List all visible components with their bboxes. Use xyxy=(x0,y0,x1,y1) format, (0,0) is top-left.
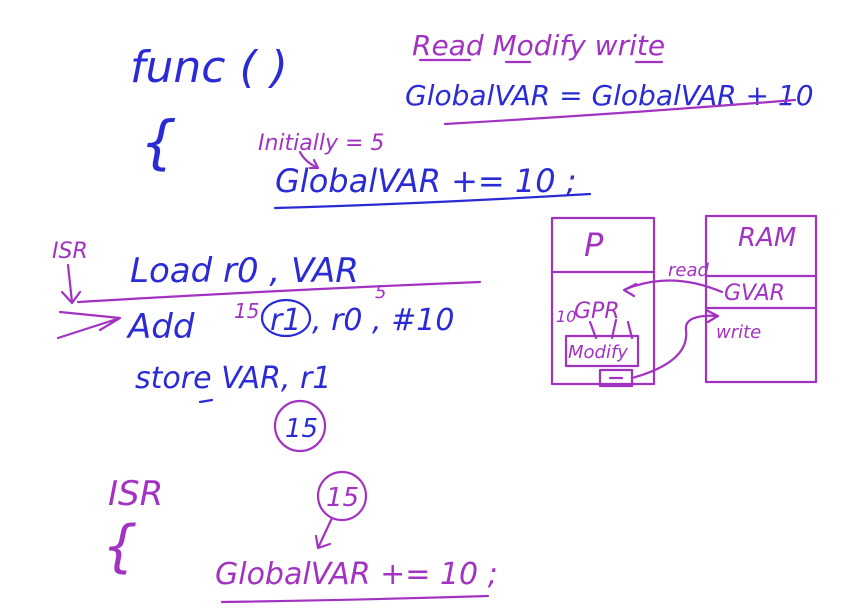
global-increment-underline xyxy=(273,192,592,210)
rmw-expansion: GlobalVAR = GlobalVAR + 10 xyxy=(405,79,814,112)
add-op: Add xyxy=(126,307,195,347)
initially-arrow xyxy=(298,150,320,170)
modify-label: Modify xyxy=(568,342,628,363)
processor-label: P xyxy=(584,226,604,264)
modify-box xyxy=(564,334,640,368)
isr-block-label: ISR xyxy=(108,474,163,514)
write-arrow xyxy=(630,308,720,380)
isr-statement: GlobalVAR += 10 ; xyxy=(215,557,498,592)
func-header: func ( ) xyxy=(130,42,288,93)
isr-interrupt-arrow xyxy=(56,310,122,340)
gpr-label: GPR xyxy=(574,299,620,324)
global-increment-statement: GlobalVAR += 10 ; xyxy=(275,162,577,200)
result-value: 15 xyxy=(285,414,318,444)
isr-circled-value-ring xyxy=(316,470,368,522)
store-instruction: store VAR, r1 xyxy=(135,361,331,396)
isr-circled-value: 15 xyxy=(326,483,359,513)
ram-var-label: GVAR xyxy=(724,281,785,306)
rmw-title: Read Modify write xyxy=(412,29,665,62)
rmw-title-underlines xyxy=(418,58,664,64)
read-label: read xyxy=(668,260,710,281)
isr-block-brace: { xyxy=(102,514,138,579)
isr-statement-underline xyxy=(220,594,490,604)
add-operands: , r0 , #10 xyxy=(312,303,454,338)
r0-value-note: 5 xyxy=(375,282,386,303)
ram-box xyxy=(704,214,818,384)
gpr-value: 10 xyxy=(556,307,576,326)
initially-note: Initially = 5 xyxy=(258,131,384,156)
ram-label: RAM xyxy=(738,223,796,253)
func-open-brace: { xyxy=(140,108,177,176)
load-instruction: Load r0 , VAR xyxy=(130,251,359,291)
rmw-expansion-underline xyxy=(443,98,797,126)
add-reg: r1 xyxy=(270,303,301,338)
add-value-note: 15 xyxy=(234,299,259,323)
isr-marker-label: ISR xyxy=(52,239,88,264)
processor-box xyxy=(550,216,656,386)
write-label: write xyxy=(716,322,761,343)
isr-marker-arrow xyxy=(60,263,82,305)
read-arrow xyxy=(622,279,724,298)
result-circle xyxy=(273,399,327,453)
store-tick xyxy=(198,398,214,404)
r1-circle xyxy=(260,298,312,338)
load-underline xyxy=(76,280,482,304)
isr-value-arrow xyxy=(314,516,334,550)
